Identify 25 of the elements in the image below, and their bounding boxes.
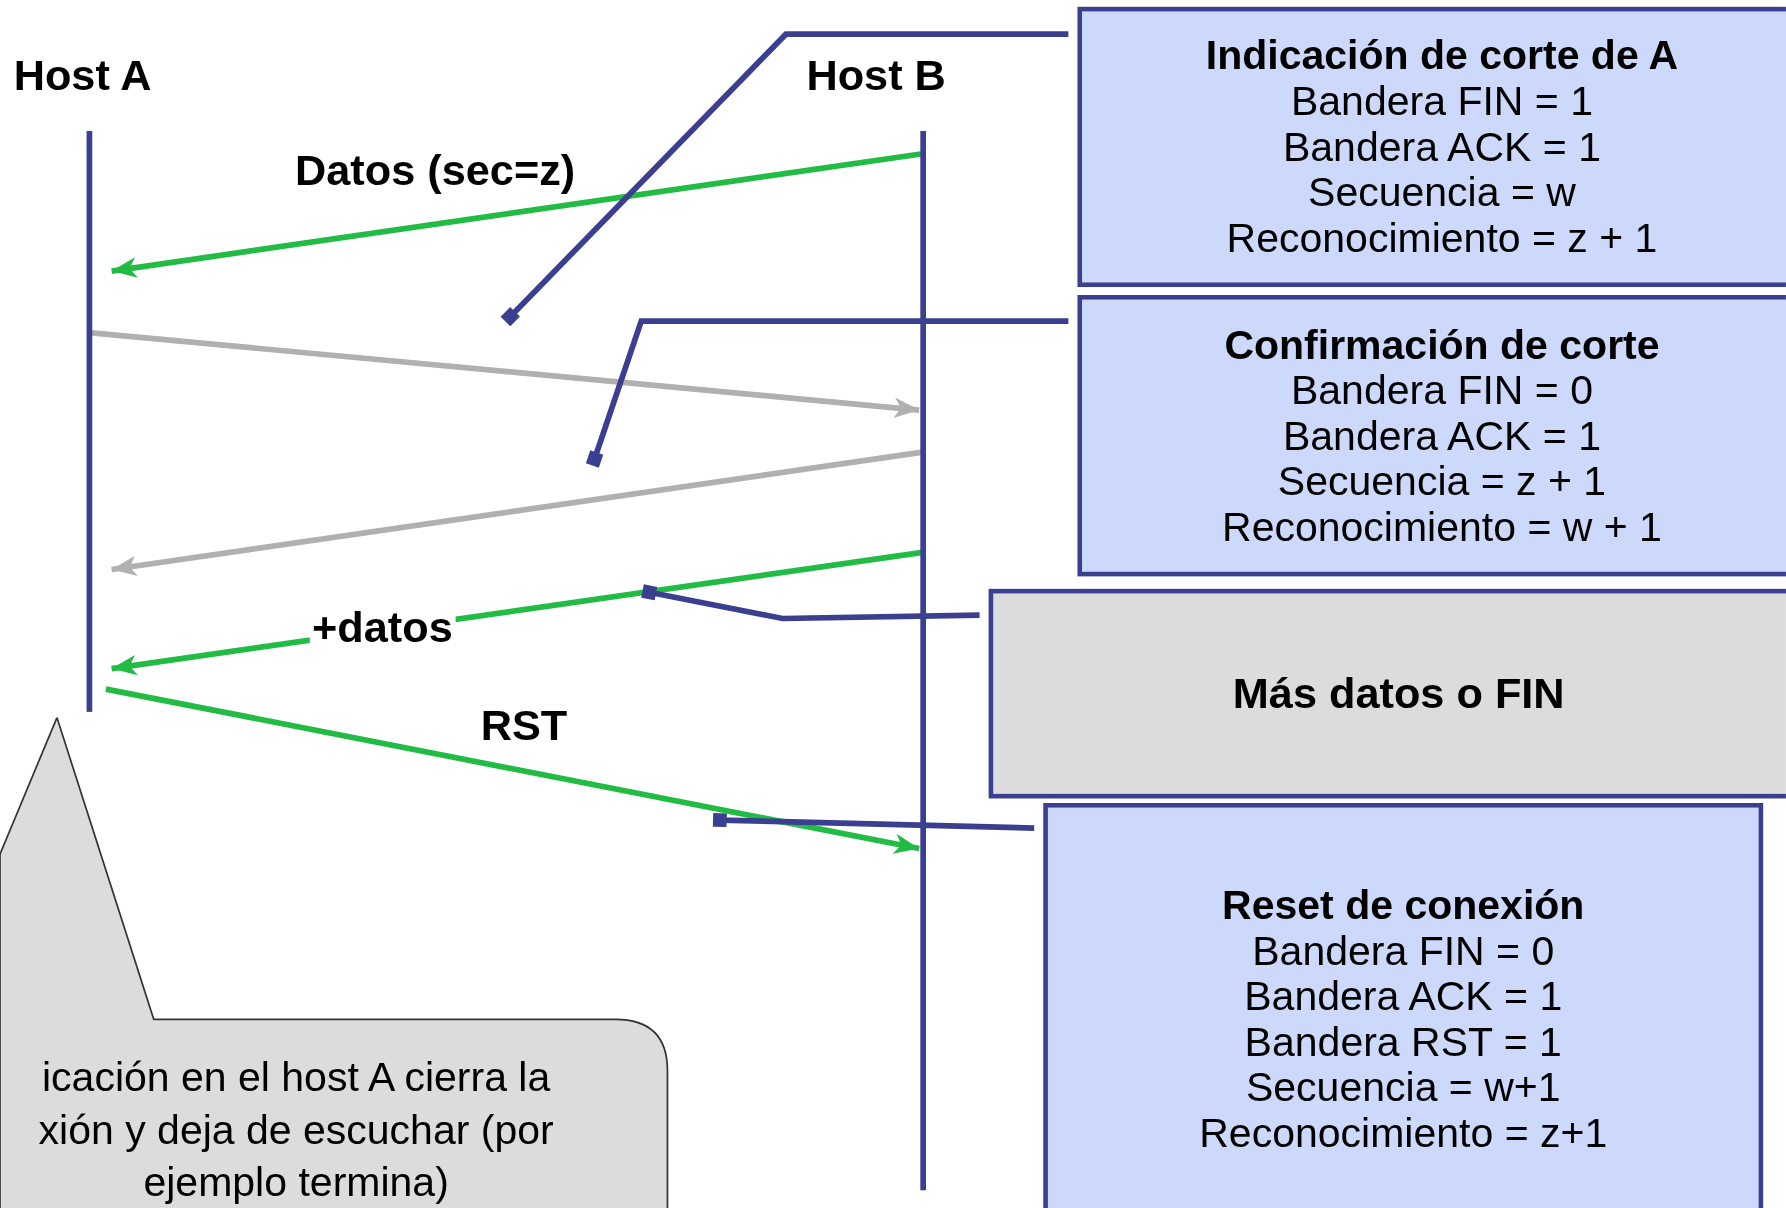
field-value: Bandera FIN = 1 [1290, 78, 1593, 125]
field-value: Bandera FIN = 0 [1290, 367, 1593, 413]
field-value: Bandera ACK = 1 [1282, 124, 1601, 170]
field-value: Bandera RST = 1 [1244, 1019, 1562, 1065]
segment-box [1077, 6, 1786, 288]
field-value: Bandera ACK = 1 [1244, 973, 1563, 1020]
field-value: Bandera ACK = 1 [1282, 412, 1601, 459]
box-heading: Reset de conexión [1222, 882, 1585, 929]
field-value: Reconocimiento = w + 1 [1222, 504, 1662, 550]
box-heading: Más datos o FIN [1232, 670, 1565, 717]
host-label: Host A [13, 51, 152, 101]
host-label: Host B [806, 51, 946, 101]
segment-box [1043, 803, 1764, 1208]
field-value: Reconocimiento = z+1 [1199, 1110, 1608, 1157]
leader-line [500, 31, 1069, 327]
field-value: Bandera FIN = 0 [1252, 928, 1555, 974]
box-heading: Confirmación de corte [1224, 321, 1660, 368]
segment-box [1077, 295, 1786, 577]
field-value: Secuencia = z + 1 [1277, 458, 1607, 504]
field-value: Secuencia = w+1 [1245, 1064, 1561, 1111]
field-value: Reconocimiento = z + 1 [1226, 215, 1658, 261]
callout-text: icación en el host A cierra la xión y deja de escuchar (por ejemplo termina) [37, 1052, 555, 1208]
field-value: Secuencia = w [1308, 169, 1576, 216]
box-heading: Indicación de corte de A [1205, 33, 1679, 79]
segment-box [988, 588, 1786, 799]
